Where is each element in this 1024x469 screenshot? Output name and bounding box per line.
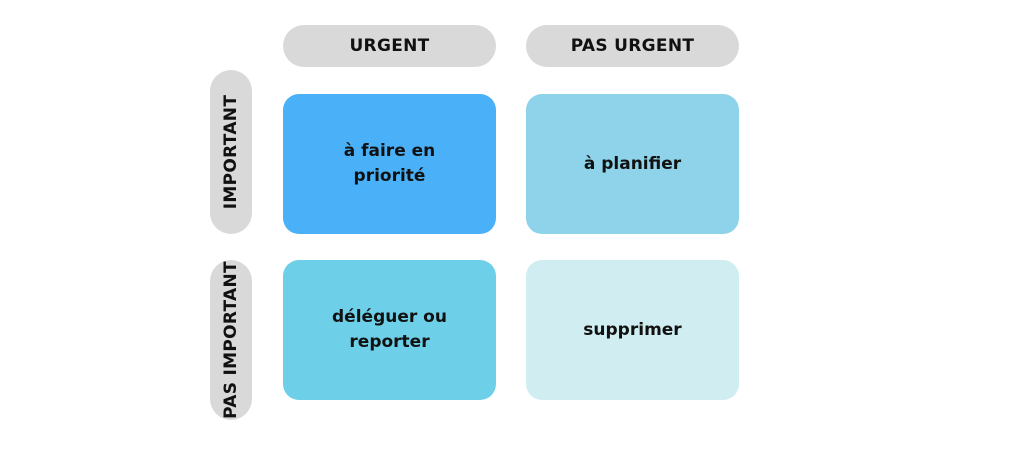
column-header-urgent-label: URGENT: [349, 36, 430, 56]
quadrant-important-urgent-label: à faire en priorité: [343, 141, 436, 186]
quadrant-important-not-urgent-label: à planifier: [583, 153, 682, 174]
row-header-important-label: IMPORTANT: [221, 94, 241, 210]
row-header-important: IMPORTANT: [210, 70, 252, 234]
row-header-not-important: PAS IMPORTANT: [210, 260, 252, 420]
quadrant-not-important-urgent: déléguer ou reporter: [283, 260, 496, 400]
quadrant-important-urgent: à faire en priorité: [283, 94, 496, 234]
quadrant-not-important-not-urgent-label: supprimer: [583, 319, 682, 340]
quadrant-not-important-not-urgent: supprimer: [526, 260, 739, 400]
column-header-urgent: URGENT: [283, 25, 496, 67]
column-header-not-urgent-label: PAS URGENT: [570, 36, 695, 56]
column-header-not-urgent: PAS URGENT: [526, 25, 739, 67]
quadrant-important-not-urgent: à planifier: [526, 94, 739, 234]
quadrant-not-important-urgent-label: déléguer ou reporter: [332, 307, 447, 352]
row-header-not-important-label: PAS IMPORTANT: [221, 261, 242, 419]
